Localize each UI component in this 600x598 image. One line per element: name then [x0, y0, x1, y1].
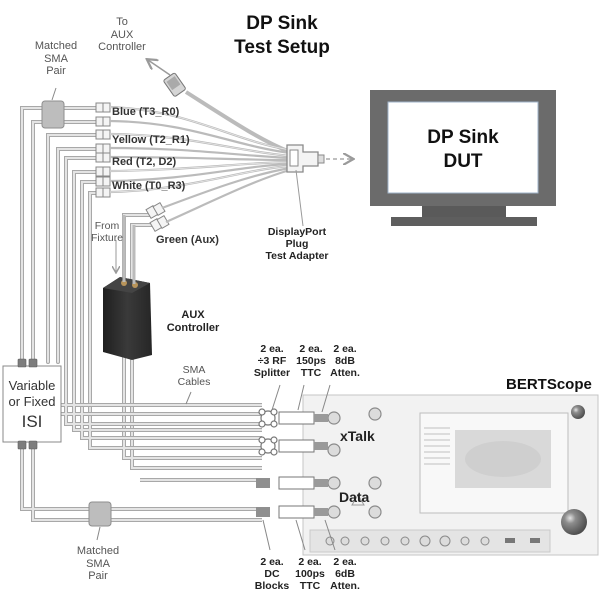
dp-adapter-label: DisplayPort Plug Test Adapter: [252, 226, 342, 262]
cable-label-green: Green (Aux): [156, 234, 219, 246]
bertscope-label: BERTScope: [506, 376, 592, 393]
dut-line-1: DP Sink: [427, 127, 499, 148]
dp-adapter-line-2: Plug: [285, 238, 309, 251]
sma-connectors: [95, 102, 170, 233]
aux-controller-line-1: AUX: [181, 309, 205, 321]
ttc100-line-3: TTC: [299, 580, 321, 593]
isi-line-2: or Fixed: [8, 394, 56, 410]
matched-sma-bottom-label: Matched SMA Pair: [70, 545, 126, 583]
title-line-1: DP Sink: [246, 13, 318, 34]
rf-splitters: [258, 408, 278, 456]
splitter-label: 2 ea. ÷3 RF Splitter: [250, 343, 294, 379]
dc-blocks-line-3: Blocks: [254, 580, 290, 593]
ttc100-line-1: 2 ea.: [298, 556, 322, 568]
cable-label-white: White (T0_R3): [112, 180, 186, 192]
from-fixture-line-1: From: [94, 220, 120, 232]
dc-blocks-line-2: DC: [264, 568, 280, 581]
isi-line-3: ISI: [21, 411, 43, 431]
atten6-line-1: 2 ea.: [333, 556, 357, 568]
sma-cable-horizontal-runs: [20, 390, 262, 522]
to-aux-line-2: AUX: [110, 28, 134, 41]
matched-sma-bottom-line-3: Pair: [88, 570, 108, 583]
matched-sma-top-line-3: Pair: [46, 65, 66, 78]
ttc150-line-1: 2 ea.: [299, 343, 323, 355]
aux-controller-line-2: Controller: [166, 321, 220, 334]
from-fixture-line-2: Fixture: [90, 232, 124, 245]
bertscope-instrument: [302, 394, 599, 556]
dut-line-2: DUT: [443, 150, 483, 172]
atten8-line-3: Atten.: [330, 367, 360, 380]
dp-adapter-line-1: DisplayPort: [267, 226, 327, 238]
to-aux-arrow: [148, 60, 171, 76]
ttc-and-attenuators: [256, 411, 328, 519]
matched-sma-bottom-line-1: Matched: [76, 545, 120, 557]
to-aux-label: To AUX Controller: [92, 16, 152, 54]
isi-line-1: Variable: [8, 378, 56, 393]
atten6-label: 2 ea. 6dB Atten.: [327, 556, 363, 592]
dp-adapter-line-3: Test Adapter: [265, 250, 329, 263]
title-line-2: Test Setup: [234, 36, 330, 58]
atten6-line-2: 6dB: [335, 568, 355, 581]
data-label: Data: [339, 489, 370, 505]
sma-cables-line-2: Cables: [177, 376, 211, 389]
dut-monitor: [370, 90, 556, 226]
matched-sma-top-line-1: Matched: [34, 40, 78, 52]
splitter-line-3: Splitter: [253, 367, 291, 380]
matched-sma-pair-bottom: [88, 501, 112, 527]
dc-blocks-label: 2 ea. DC Blocks: [254, 556, 290, 592]
cable-label-yellow: Yellow (T2_R1): [112, 134, 190, 146]
matched-sma-pair-top: [41, 100, 65, 129]
isi-box: [2, 365, 62, 443]
sma-cable-runs: [20, 106, 157, 452]
dc-blocks-line-1: 2 ea.: [260, 556, 284, 568]
aux-controller-box: [103, 277, 152, 360]
ttc150-label: 2 ea. 150ps TTC: [294, 343, 328, 379]
splitter-line-1: 2 ea.: [260, 343, 284, 355]
sma-cables-label: SMA Cables: [172, 364, 216, 388]
diagram-title: DP Sink Test Setup: [222, 12, 342, 60]
atten8-line-2: 8dB: [335, 355, 355, 368]
matched-sma-top-label: Matched SMA Pair: [28, 40, 84, 78]
ttc100-line-2: 100ps: [295, 568, 325, 581]
sma-cables-line-1: SMA: [182, 364, 206, 376]
adapter-callout-line: [295, 169, 304, 227]
from-fixture-label: From Fixture: [84, 220, 130, 244]
isi-label: Variable or Fixed ISI: [3, 378, 61, 432]
xtalk-label: xTalk: [340, 428, 375, 444]
atten8-line-1: 2 ea.: [333, 343, 357, 355]
aux-controller-label: AUX Controller: [160, 309, 226, 334]
isi-connectors: [17, 358, 38, 450]
callout-lines: [51, 87, 336, 551]
ttc100-label: 2 ea. 100ps TTC: [292, 556, 328, 592]
to-aux-line-1: To: [116, 16, 128, 28]
atten6-line-3: Atten.: [330, 580, 360, 593]
dut-label: DP Sink DUT: [400, 126, 526, 174]
cable-label-blue: Blue (T3_R0): [112, 106, 180, 118]
ttc150-line-2: 150ps: [296, 355, 326, 368]
to-aux-line-3: Controller: [98, 41, 146, 54]
splitter-line-2: ÷3 RF: [257, 355, 287, 368]
matched-sma-top-line-2: SMA: [44, 52, 68, 65]
cable-label-red: Red (T2, D2): [112, 156, 177, 168]
atten8-label: 2 ea. 8dB Atten.: [328, 343, 362, 379]
displayport-adapter: [286, 144, 352, 173]
ttc150-line-3: TTC: [300, 367, 322, 380]
aux-cable-plug: [163, 72, 186, 97]
matched-sma-bottom-line-2: SMA: [86, 557, 110, 570]
